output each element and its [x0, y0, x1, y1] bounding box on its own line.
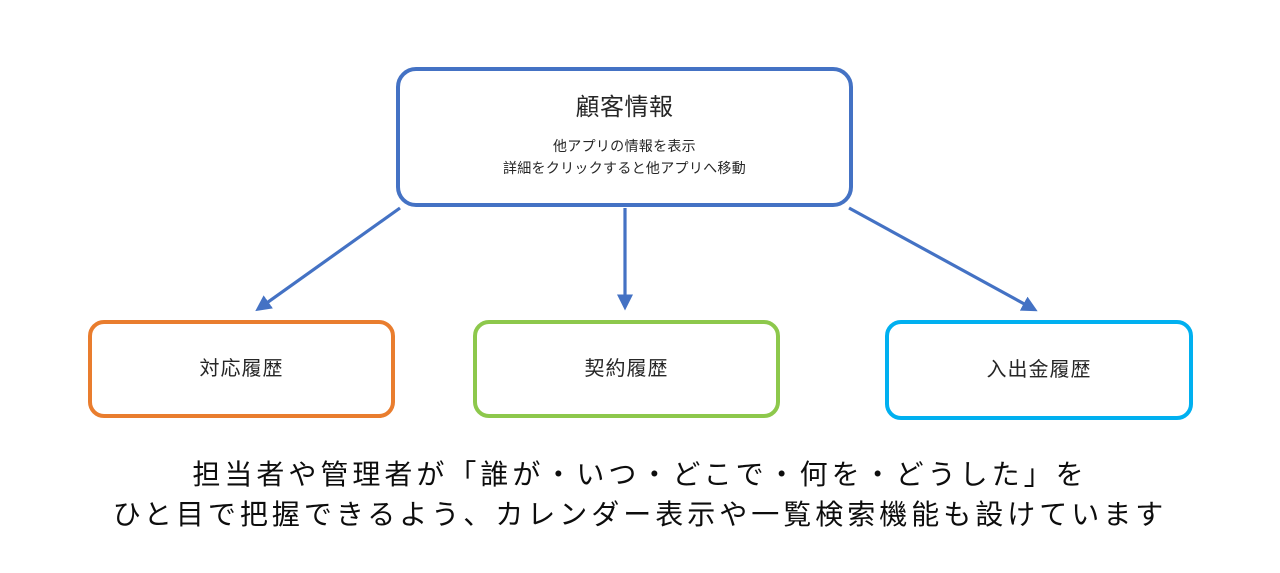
node-customer-info-title: 顧客情報	[575, 94, 674, 121]
arrow-to-nyushukkin-rireki	[848, 206, 1038, 312]
node-nyushukkin-rireki[interactable]: 入出金履歴	[885, 320, 1193, 420]
node-keiyaku-rireki[interactable]: 契約履歴	[473, 320, 780, 418]
node-taiou-rireki[interactable]: 対応履歴	[88, 320, 395, 418]
diagram-caption: 担当者や管理者が「誰が・いつ・どこで・何を・どうした」を ひと目で把握できるよう…	[112, 459, 1168, 530]
node-customer-info[interactable]: 顧客情報 他アプリの情報を表示 詳細をクリックすると他アプリへ移動	[396, 67, 853, 207]
arrow-to-taiou-rireki	[255, 206, 401, 312]
node-keiyaku-rireki-label: 契約履歴	[584, 358, 669, 380]
node-customer-info-description: 他アプリの情報を表示 詳細をクリックすると他アプリへ移動	[502, 138, 747, 176]
node-nyushukkin-rireki-label: 入出金履歴	[986, 359, 1092, 381]
node-taiou-rireki-label: 対応履歴	[199, 358, 284, 380]
